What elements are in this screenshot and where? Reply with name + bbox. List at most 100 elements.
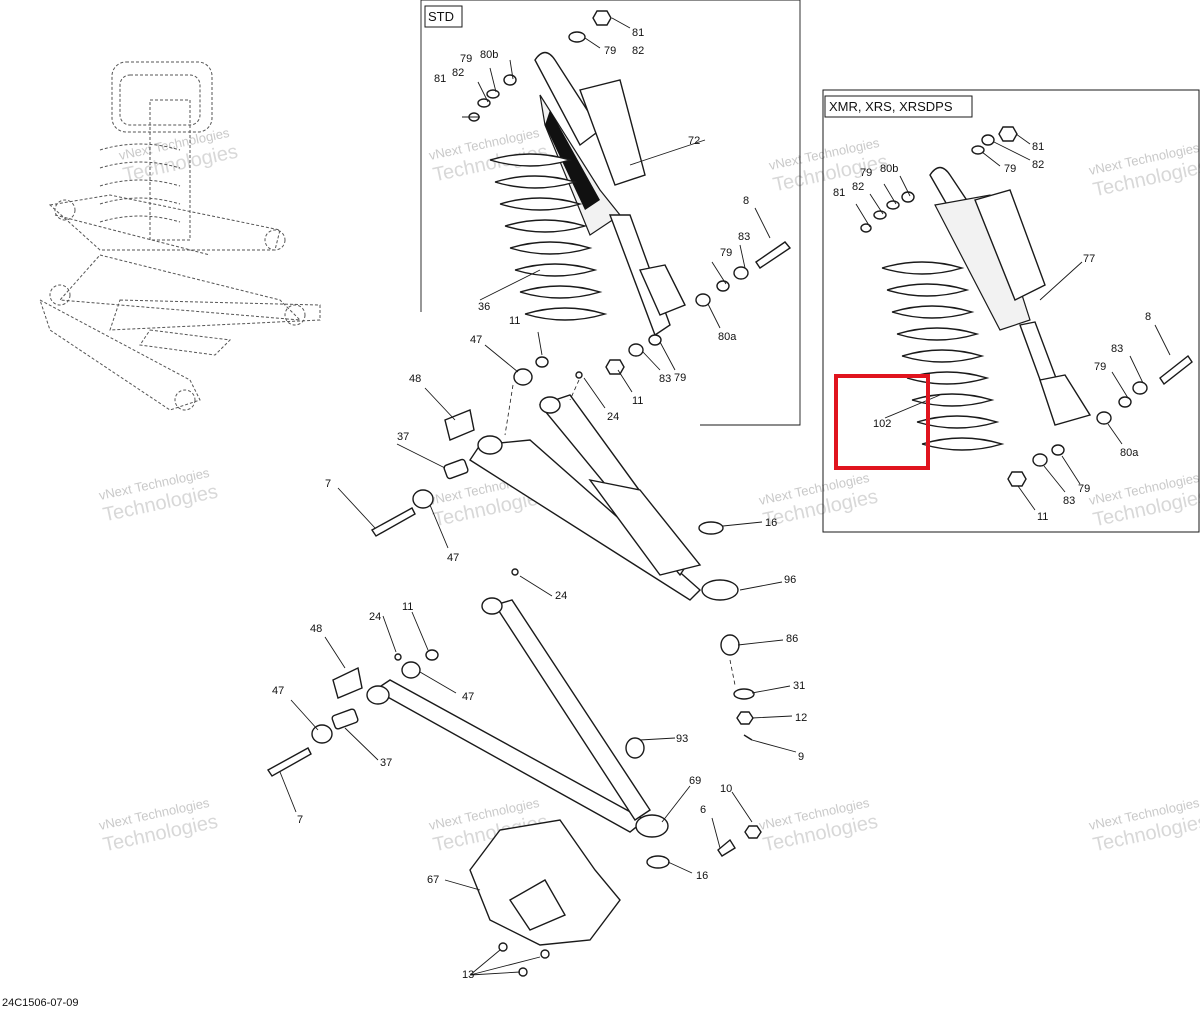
nut-part-10[interactable] xyxy=(744,825,762,839)
screw-part-13[interactable] xyxy=(540,949,550,959)
spring-part-102[interactable] xyxy=(881,261,1005,451)
callout-7: 7 xyxy=(325,478,331,490)
bracket-part-48[interactable] xyxy=(332,666,363,699)
washer-part-79[interactable] xyxy=(1118,396,1132,408)
callout-8: 8 xyxy=(743,195,749,207)
nut-part-81[interactable] xyxy=(860,223,872,233)
snap-ring-part-16[interactable] xyxy=(698,521,724,535)
grease-fitting-part-24[interactable] xyxy=(575,371,583,379)
nut-part-11[interactable] xyxy=(1007,471,1027,487)
shock-body-shadow xyxy=(545,110,600,210)
callout-79: 79 xyxy=(1078,483,1090,495)
arm-gusset xyxy=(588,478,702,576)
ball-joint-part-93[interactable] xyxy=(625,737,645,759)
std-frame-title: STD xyxy=(428,9,454,24)
ball-joint-part-86[interactable] xyxy=(720,634,740,656)
callout-11: 11 xyxy=(509,315,520,327)
nut-part-11[interactable] xyxy=(425,649,439,661)
arm-pivot xyxy=(539,396,561,414)
washer-part-83[interactable] xyxy=(1132,381,1148,395)
nut-part-11[interactable] xyxy=(535,356,549,368)
callout-79: 79 xyxy=(860,167,872,179)
callout-16: 16 xyxy=(765,517,777,529)
washer-part-83[interactable] xyxy=(1032,453,1048,467)
upper-a-arm-assembly: 47 11 48 24 37 7 47 16 96 86 31 12 9 xyxy=(325,315,807,763)
callout-10: 10 xyxy=(720,783,732,795)
std-frame-border xyxy=(420,0,801,426)
bolt-part-8[interactable] xyxy=(1159,354,1193,386)
bushing-part-80b[interactable] xyxy=(901,191,915,203)
reservoir-77[interactable] xyxy=(974,189,1046,301)
callout-82: 82 xyxy=(632,45,644,57)
arm-pivot xyxy=(366,685,390,705)
washer-part-79[interactable] xyxy=(648,334,662,346)
bushing-part-47[interactable] xyxy=(311,724,333,744)
washer-part-79[interactable] xyxy=(486,89,500,99)
callout-96: 96 xyxy=(784,574,796,586)
screw-part-13[interactable] xyxy=(518,967,528,977)
callout-80b: 80b xyxy=(480,49,498,61)
nut-part-81[interactable] xyxy=(998,126,1018,142)
bushing-part-80b[interactable] xyxy=(503,74,517,86)
washer-part-82[interactable] xyxy=(568,31,586,43)
screw-part-13[interactable] xyxy=(498,942,508,952)
washer-part-79[interactable] xyxy=(716,280,730,292)
shock-body-77[interactable] xyxy=(934,194,1031,331)
bolt-part-7[interactable] xyxy=(370,507,416,537)
bushing-part-80a[interactable] xyxy=(1096,411,1112,425)
nut-part-11[interactable] xyxy=(605,359,625,375)
callout-83: 83 xyxy=(738,231,750,243)
bolt-part-7[interactable] xyxy=(266,747,312,777)
washer-part-79[interactable] xyxy=(1051,444,1065,456)
sleeve-part-37[interactable] xyxy=(443,458,469,480)
callout-79: 79 xyxy=(1094,361,1106,373)
bushing-part-80a[interactable] xyxy=(695,293,711,307)
sleeve-part-37[interactable] xyxy=(331,708,359,730)
callout-83: 83 xyxy=(659,373,671,385)
lower-arm-tube xyxy=(493,599,651,821)
bushing-part-47[interactable] xyxy=(412,489,434,509)
bump-boot xyxy=(639,264,686,316)
grease-fitting-part-24[interactable] xyxy=(511,568,519,576)
callout-24: 24 xyxy=(555,590,567,602)
callout-79: 79 xyxy=(604,45,616,57)
washer-part-31[interactable] xyxy=(733,688,755,700)
washer-part-79[interactable] xyxy=(971,145,985,155)
callout-93: 93 xyxy=(676,733,688,745)
callout-12: 12 xyxy=(795,712,807,724)
bolt-part-6[interactable] xyxy=(717,838,736,857)
callout-24: 24 xyxy=(369,611,381,623)
nut-part-12[interactable] xyxy=(736,711,754,725)
nut-part-81[interactable] xyxy=(592,10,612,26)
reservoir-72[interactable] xyxy=(579,79,646,186)
bushing-part-47[interactable] xyxy=(401,661,421,679)
callout-80a: 80a xyxy=(718,331,737,343)
reference-assembly-view xyxy=(39,61,321,411)
bushing-part-47[interactable] xyxy=(513,368,533,386)
bump-boot xyxy=(1039,374,1092,426)
washer-part-82[interactable] xyxy=(873,210,887,220)
washer-part-79[interactable] xyxy=(886,200,900,210)
drawing-id: 24C1506-07-09 xyxy=(2,997,78,1009)
washer-part-82[interactable] xyxy=(981,134,995,146)
washer-part-83[interactable] xyxy=(733,266,749,280)
callout-47: 47 xyxy=(462,691,474,703)
callout-48: 48 xyxy=(409,373,421,385)
callout-81: 81 xyxy=(434,73,446,85)
callout-79: 79 xyxy=(460,53,472,65)
highlight-box[interactable] xyxy=(834,374,930,470)
callout-37: 37 xyxy=(380,757,392,769)
grease-fitting-part-24[interactable] xyxy=(394,653,402,661)
cotter-pin-part-9[interactable] xyxy=(743,734,753,741)
bolt-part-8[interactable] xyxy=(755,241,792,269)
callout-48: 48 xyxy=(310,623,322,635)
snap-ring-part-16[interactable] xyxy=(646,855,670,869)
upper-arm-tube xyxy=(469,439,702,601)
washer-part-82[interactable] xyxy=(477,98,491,108)
washer-part-83[interactable] xyxy=(628,343,644,357)
callout-24: 24 xyxy=(607,411,619,423)
